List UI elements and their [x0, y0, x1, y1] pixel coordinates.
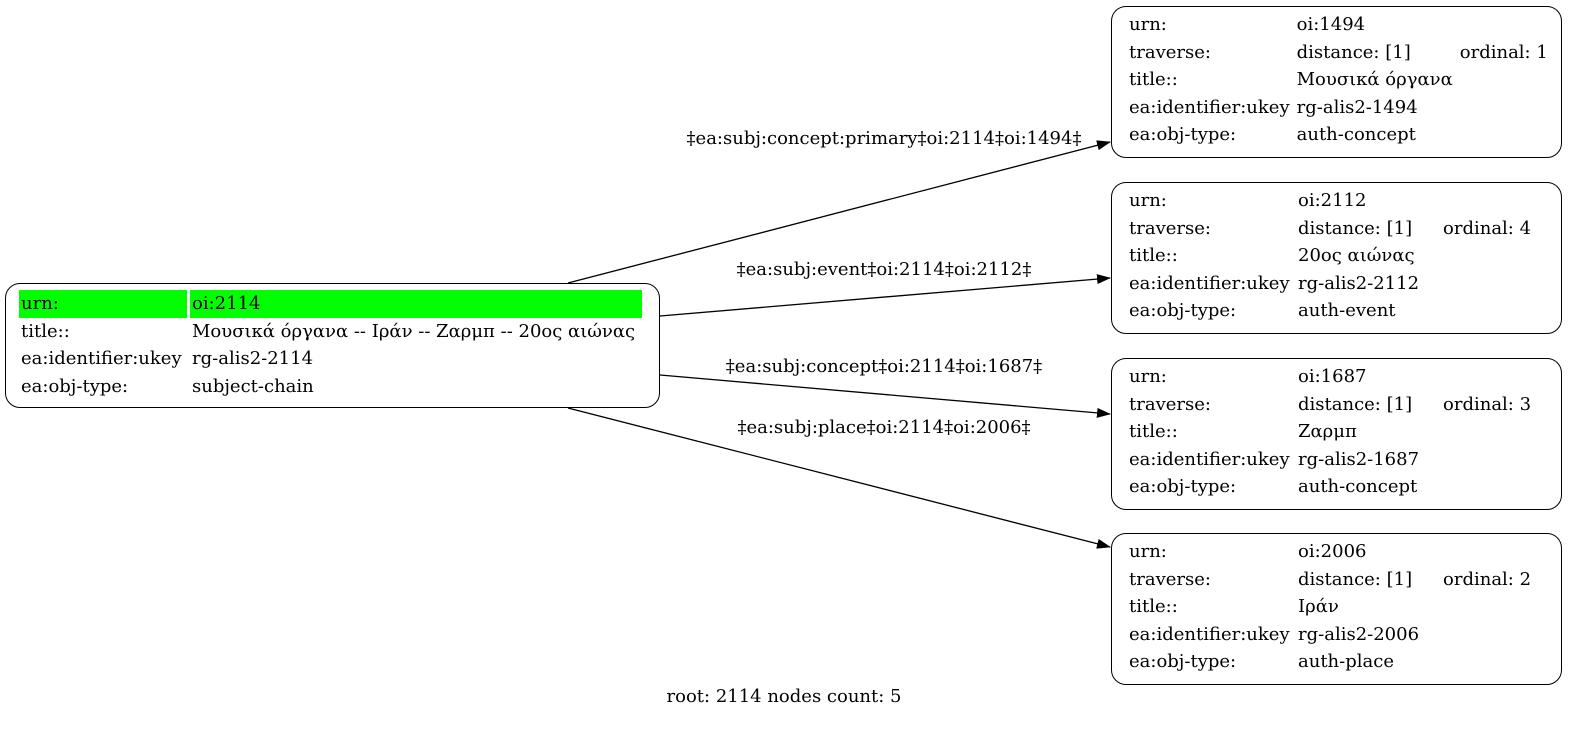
distance-value: distance: [1] — [1296, 41, 1411, 63]
edge-label-1494: ‡ea:subj:concept:primary‡oi:2114‡oi:1494… — [686, 128, 1082, 149]
ukey-key: ea:identifier:ukey — [1129, 623, 1290, 645]
title-key: title:: — [1129, 245, 1178, 267]
distance-value: distance: [1] — [1298, 393, 1413, 415]
edge-2006 — [567, 407, 1111, 549]
traverse-key: traverse: — [1129, 568, 1211, 590]
root-title-value: Μουσικά όργανα -- Ιράν -- Ζαρμπ -- 20ος … — [192, 320, 636, 342]
root-type-value: subject-chain — [192, 375, 314, 397]
traverse-key: traverse: — [1129, 393, 1211, 415]
distance-value: distance: [1] — [1298, 217, 1413, 239]
edge-label-2006: ‡ea:subj:place‡oi:2114‡oi:2006‡ — [737, 417, 1031, 438]
node-1494[interactable]: urn: oi:1494 traverse: distance: [1] ordina… — [1111, 6, 1562, 158]
edge-label-1687: ‡ea:subj:concept‡oi:2114‡oi:1687‡ — [725, 356, 1043, 377]
type-key: ea:obj-type: — [1129, 651, 1237, 673]
urn-value: oi:1687 — [1298, 366, 1367, 387]
urn-value: oi:2006 — [1298, 541, 1367, 562]
node-table: urn: oi:1494 traverse: distance: [1] ordina… — [1124, 11, 1553, 149]
title-value: Μουσικά όργανα — [1296, 69, 1453, 91]
type-key: ea:obj-type: — [1129, 476, 1237, 498]
traverse-key: traverse: — [1129, 217, 1211, 239]
root-type-key: ea:obj-type: — [21, 375, 129, 397]
type-key: ea:obj-type: — [1129, 300, 1237, 322]
ukey-key: ea:identifier:ukey — [1129, 448, 1290, 470]
root-node[interactable]: urn: oi:2114 title:: Μουσικά όργανα -- Ι… — [5, 283, 660, 408]
urn-key: urn: — [1129, 541, 1167, 562]
type-value: auth-concept — [1298, 476, 1418, 498]
urn-value: oi:2112 — [1298, 190, 1367, 211]
ordinal-value: ordinal: 3 — [1443, 393, 1532, 415]
node-table: urn: oi:1687 traverse: distance: [1] ordina… — [1124, 363, 1548, 501]
root-urn-value: oi:2114 — [190, 290, 642, 318]
ukey-value: rg-alis2-1687 — [1298, 448, 1420, 470]
node-table: urn: oi:2112 traverse: distance: [1] ordina… — [1124, 187, 1548, 325]
root-ukey-value: rg-alis2-2114 — [192, 348, 314, 370]
type-value: auth-event — [1298, 300, 1396, 322]
node-2006[interactable]: urn: oi:2006 traverse: distance: [1] ordina… — [1111, 533, 1562, 685]
urn-key: urn: — [1129, 14, 1167, 35]
title-value: 20ος αιώνας — [1298, 245, 1415, 267]
type-key: ea:obj-type: — [1129, 124, 1237, 146]
ukey-value: rg-alis2-2112 — [1298, 272, 1420, 294]
edge-1494 — [567, 140, 1111, 284]
type-value: auth-concept — [1296, 124, 1416, 146]
title-key: title:: — [1129, 421, 1178, 443]
root-urn-key: urn: — [19, 290, 187, 318]
ordinal-value: ordinal: 1 — [1459, 41, 1548, 63]
root-node-table: urn: oi:2114 title:: Μουσικά όργανα -- Ι… — [16, 290, 645, 400]
title-key: title:: — [1129, 69, 1178, 91]
edge-1687 — [659, 374, 1111, 418]
root-ukey-row: ea:identifier:ukey rg-alis2-2114 — [19, 345, 642, 373]
ukey-value: rg-alis2-1494 — [1296, 96, 1418, 118]
title-value: Ζαρμπ — [1298, 421, 1357, 443]
root-urn-row: urn: oi:2114 — [19, 290, 642, 318]
node-table: urn: oi:2006 traverse: distance: [1] ordina… — [1124, 538, 1548, 676]
root-title-key: title:: — [21, 320, 70, 342]
graph-summary: root: 2114 nodes count: 5 — [666, 686, 902, 707]
urn-value: oi:1494 — [1296, 14, 1366, 35]
ordinal-value: ordinal: 2 — [1443, 568, 1532, 590]
title-value: Ιράν — [1298, 596, 1339, 618]
ukey-key: ea:identifier:ukey — [1129, 272, 1290, 294]
edge-2112 — [659, 274, 1111, 317]
node-1687[interactable]: urn: oi:1687 traverse: distance: [1] ordina… — [1111, 358, 1562, 510]
ukey-value: rg-alis2-2006 — [1298, 623, 1420, 645]
ukey-key: ea:identifier:ukey — [1129, 96, 1290, 118]
root-type-row: ea:obj-type: subject-chain — [19, 373, 642, 401]
edge-label-2112: ‡ea:subj:event‡oi:2114‡oi:2112‡ — [736, 259, 1032, 280]
root-title-row: title:: Μουσικά όργανα -- Ιράν -- Ζαρμπ … — [19, 318, 642, 346]
urn-key: urn: — [1129, 366, 1167, 387]
traverse-key: traverse: — [1129, 41, 1211, 63]
root-ukey-key: ea:identifier:ukey — [21, 348, 182, 370]
title-key: title:: — [1129, 596, 1178, 618]
type-value: auth-place — [1298, 651, 1394, 673]
node-2112[interactable]: urn: oi:2112 traverse: distance: [1] ordina… — [1111, 182, 1562, 334]
distance-value: distance: [1] — [1298, 568, 1413, 590]
urn-key: urn: — [1129, 190, 1167, 211]
ordinal-value: ordinal: 4 — [1443, 217, 1532, 239]
